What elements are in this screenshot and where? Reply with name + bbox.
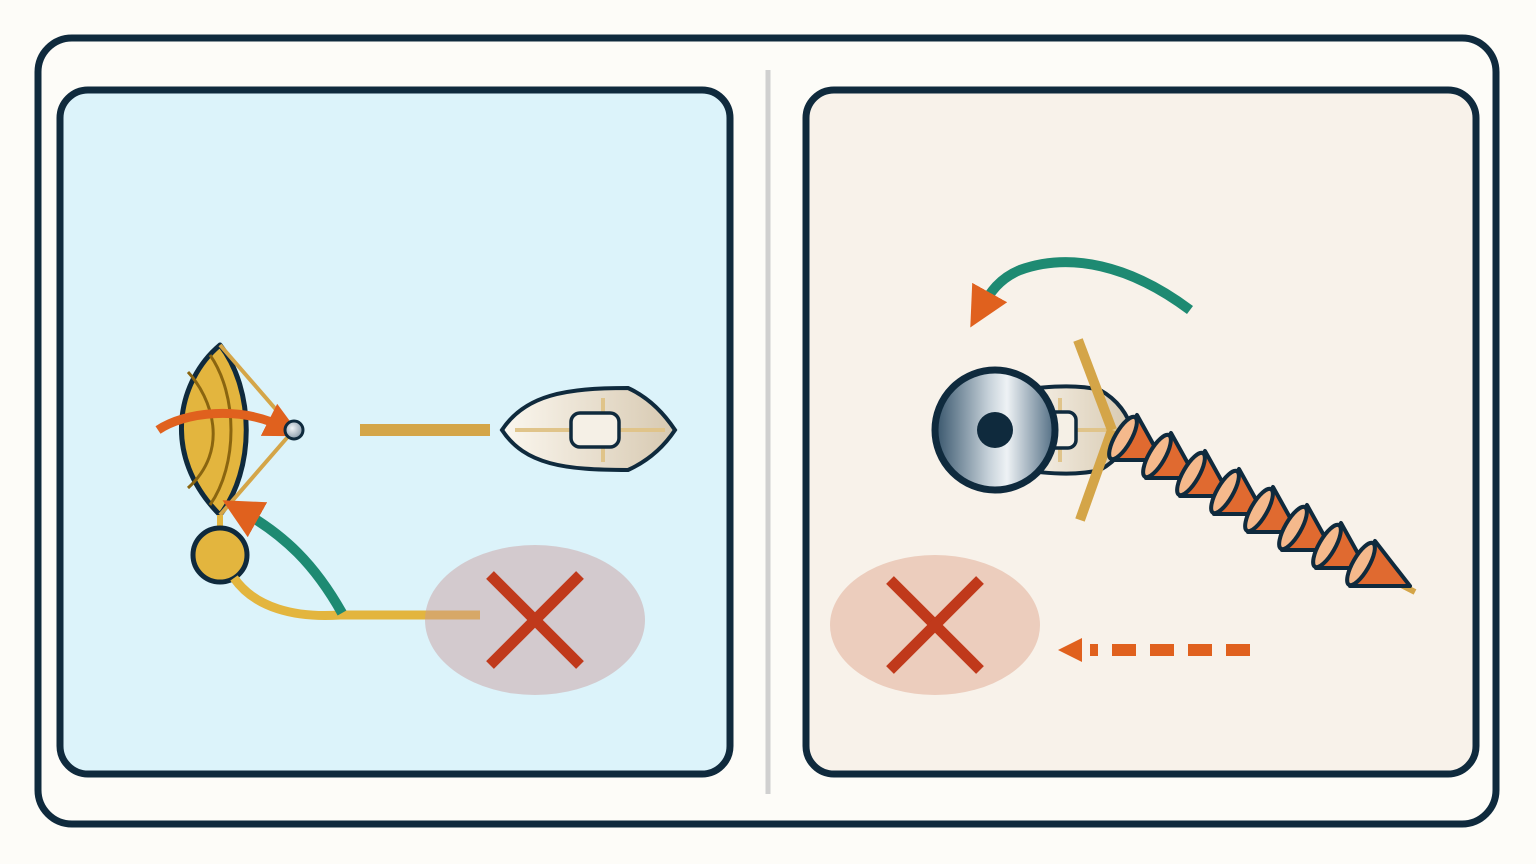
winch-icon: [931, 366, 1059, 494]
boat-icon: [499, 385, 678, 473]
cross-icon: [425, 545, 645, 695]
chain-cones: [1107, 413, 1412, 588]
rotation-arrow-icon: [970, 257, 1193, 328]
shackle-ring-icon: [283, 419, 305, 441]
swing-arrow-icon: [155, 403, 302, 437]
right-panel: [802, 86, 1480, 778]
pull-arrow-icon: [1058, 638, 1250, 662]
blade-icon: [1073, 338, 1117, 522]
cross-icon: [830, 555, 1040, 695]
trip-line-arrow: [222, 500, 347, 616]
left-panel: [56, 86, 734, 778]
buoy-line: [230, 575, 480, 620]
buoy-icon: [190, 525, 250, 585]
